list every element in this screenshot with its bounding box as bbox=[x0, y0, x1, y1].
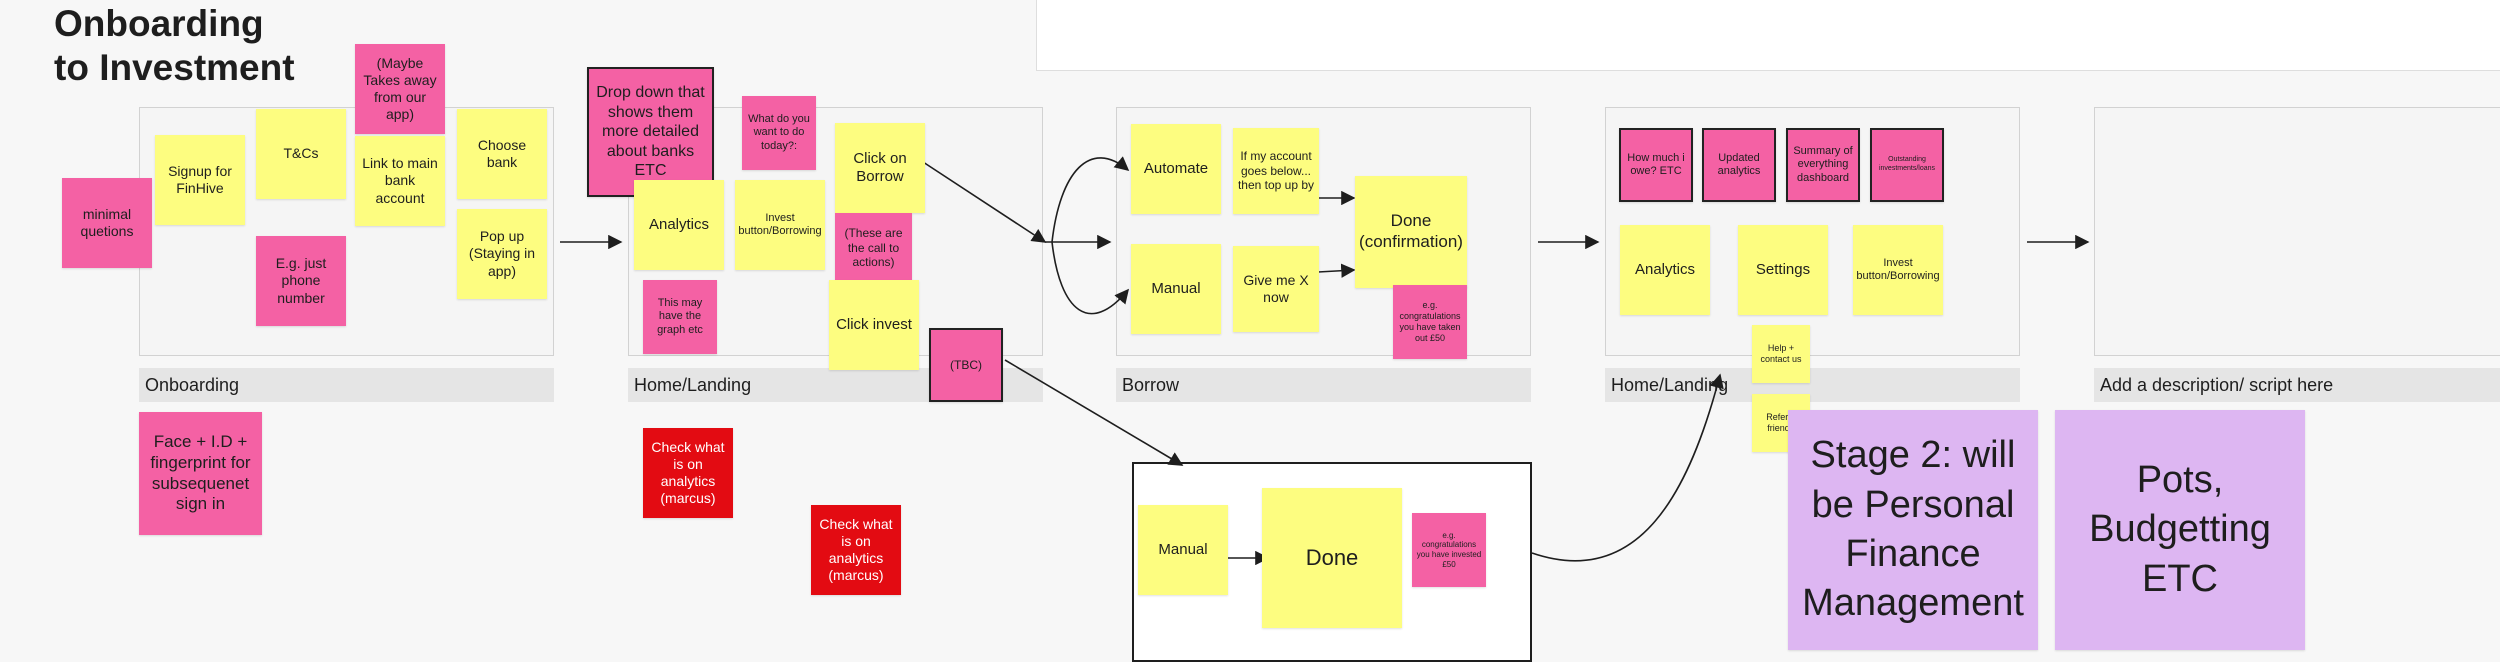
note-analytics-1[interactable]: Analytics bbox=[634, 180, 724, 270]
note-popup-staying-in-app[interactable]: Pop up (Staying in app) bbox=[457, 209, 547, 299]
note-invest-borrowing-2[interactable]: Invest button/Borrowing bbox=[1853, 225, 1943, 315]
board-title: Onboarding to Investment bbox=[54, 2, 295, 90]
note-stage-2[interactable]: Stage 2: will be Personal Finance Manage… bbox=[1788, 410, 2038, 650]
note-link-bank-account[interactable]: Link to main bank account bbox=[355, 136, 445, 226]
note-manual-invest[interactable]: Manual bbox=[1138, 505, 1228, 595]
note-help-contact-us[interactable]: Help + contact us bbox=[1752, 325, 1810, 383]
note-automate[interactable]: Automate bbox=[1131, 124, 1221, 214]
frame-label-borrow[interactable]: Borrow bbox=[1116, 368, 1531, 402]
top-frame[interactable] bbox=[1036, 0, 2500, 71]
note-done-confirmation[interactable]: Done (confirmation) bbox=[1355, 176, 1467, 288]
note-click-on-borrow[interactable]: Click on Borrow bbox=[835, 123, 925, 213]
note-tbc[interactable]: (TBC) bbox=[929, 328, 1003, 402]
note-pots-budgetting[interactable]: Pots, Budgetting ETC bbox=[2055, 410, 2305, 650]
note-done-invest[interactable]: Done bbox=[1262, 488, 1402, 628]
note-dropdown-banks[interactable]: Drop down that shows them more detailed … bbox=[587, 67, 714, 197]
note-check-analytics-1[interactable]: Check what is on analytics (marcus) bbox=[643, 428, 733, 518]
note-settings[interactable]: Settings bbox=[1738, 225, 1828, 315]
note-terms-conditions[interactable]: T&Cs bbox=[256, 109, 346, 199]
note-manual-borrow[interactable]: Manual bbox=[1131, 244, 1221, 334]
note-congrats-borrow[interactable]: e.g. congratulations you have taken out … bbox=[1393, 285, 1467, 359]
note-minimal-questions[interactable]: minimal quetions bbox=[62, 178, 152, 268]
note-give-me-x-now[interactable]: Give me X now bbox=[1233, 246, 1319, 332]
note-outstanding-investments[interactable]: Outstanding investments/loans bbox=[1870, 128, 1944, 202]
board-title-line-2: to Investment bbox=[54, 47, 295, 88]
note-how-much-owe[interactable]: How much i owe? ETC bbox=[1619, 128, 1693, 202]
note-maybe-takes-away[interactable]: (Maybe Takes away from our app) bbox=[355, 44, 445, 134]
note-click-invest[interactable]: Click invest bbox=[829, 280, 919, 370]
note-updated-analytics[interactable]: Updated analytics bbox=[1702, 128, 1776, 202]
board-title-line-1: Onboarding bbox=[54, 3, 264, 44]
note-graph-etc[interactable]: This may have the graph etc bbox=[643, 280, 717, 354]
frame-empty[interactable] bbox=[2094, 107, 2500, 356]
note-check-analytics-2[interactable]: Check what is on analytics (marcus) bbox=[811, 505, 901, 595]
frame-label-home-landing-2[interactable]: Home/Landing bbox=[1605, 368, 2020, 402]
frame-label-description[interactable]: Add a description/ script here bbox=[2094, 368, 2500, 402]
note-signup[interactable]: Signup for FinHive bbox=[155, 135, 245, 225]
note-congrats-invest[interactable]: e.g. congratulations you have invested £… bbox=[1412, 513, 1486, 587]
note-eg-phone-number[interactable]: E.g. just phone number bbox=[256, 236, 346, 326]
note-call-to-actions[interactable]: (These are the call to actions) bbox=[835, 213, 912, 283]
frame-label-onboarding[interactable]: Onboarding bbox=[139, 368, 554, 402]
note-analytics-2[interactable]: Analytics bbox=[1620, 225, 1710, 315]
note-what-do-you-want[interactable]: What do you want to do today?: bbox=[742, 96, 816, 170]
note-invest-borrowing-1[interactable]: Invest button/Borrowing bbox=[735, 180, 825, 270]
note-choose-bank[interactable]: Choose bank bbox=[457, 109, 547, 199]
note-if-account-below[interactable]: If my account goes below... then top up … bbox=[1233, 128, 1319, 214]
note-face-id-fingerprint[interactable]: Face + I.D + fingerprint for subsequenet… bbox=[139, 412, 262, 535]
note-summary-dashboard[interactable]: Summary of everything dashboard bbox=[1786, 128, 1860, 202]
